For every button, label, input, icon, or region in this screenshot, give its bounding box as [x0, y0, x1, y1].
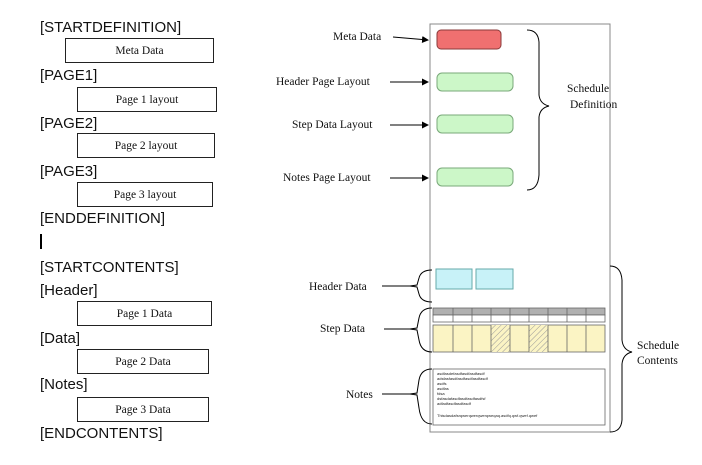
header-data-block-2: [475, 268, 514, 290]
notes-block: [432, 368, 606, 426]
svg-text:adfadfasdfasdfasdf: adfadfasdfasdfasdf: [437, 401, 472, 406]
notes-line-6: dsfasdafasdfasdfasdfasdfsf: [437, 396, 486, 401]
svg-text:dsfasdafasdfasdfasdfasdfsf: dsfasdafasdfasdfasdfasdfsf: [437, 396, 486, 401]
definition-brace: [526, 29, 550, 191]
notes-line-2: adsfasfasdfasdfasdfasdfasdf: [437, 376, 489, 381]
page1-layout-box: Page 1 layout: [77, 87, 217, 112]
label-notes: Notes: [346, 389, 373, 401]
start-contents-tag: [STARTCONTENTS]: [40, 259, 179, 276]
svg-text:asdfs: asdfs: [437, 381, 447, 386]
page1-data-box: Page 1 Data: [77, 301, 212, 326]
group-schedule-contents-1: Schedule: [637, 340, 679, 352]
svg-text:asdfas: asdfas: [437, 386, 449, 391]
notes-line-9: Thisdasdafsrqwerqwerqwerqweqaq.asdfq.qwf…: [437, 413, 538, 418]
meta-data-block: [436, 29, 502, 50]
group-schedule-definition-1: Schedule: [567, 83, 609, 95]
label-step-data-layout: Step Data Layout: [292, 119, 373, 131]
notes-line-4: asdfas: [437, 386, 449, 391]
step-data-layout-block: [436, 114, 514, 134]
text-cursor: [40, 234, 42, 249]
page1-tag: [PAGE1]: [40, 67, 98, 84]
notes-tag: [Notes]: [40, 376, 88, 393]
page3-layout-box: Page 3 layout: [77, 182, 213, 207]
page3-data-box: Page 3 Data: [77, 397, 209, 422]
notes-text-lines: asdfasdefasdfasdfasdfasdf adsfasfasdfasd…: [437, 371, 538, 418]
svg-text:fdsa: fdsa: [437, 391, 445, 396]
notes-line-7: adfadfasdfasdfasdf: [437, 401, 472, 406]
notes-line-3: asdfs: [437, 381, 447, 386]
label-header-data: Header Data: [309, 281, 367, 293]
contents-brace: [609, 265, 633, 433]
notes-line-1: asdfasdefasdfasdfasdfasdf: [437, 371, 485, 376]
end-definition-tag: [ENDDEFINITION]: [40, 210, 166, 227]
start-definition-tag: [STARTDEFINITION]: [40, 19, 182, 36]
label-step-data: Step Data: [320, 323, 365, 335]
meta-data-box: Meta Data: [65, 38, 214, 63]
label-header-page-layout: Header Page Layout: [276, 76, 371, 88]
svg-text:asdfasdefasdfasdfasdfasdf: asdfasdefasdfasdfasdfasdf: [437, 371, 485, 376]
header-tag: [Header]: [40, 282, 98, 299]
notes-page-layout-block: [436, 167, 514, 187]
notes-line-5: fdsa: [437, 391, 445, 396]
group-schedule-contents-2: Contents: [637, 355, 678, 367]
page2-tag: [PAGE2]: [40, 115, 98, 132]
end-contents-tag: [ENDCONTENTS]: [40, 425, 163, 442]
step-data-grid: [432, 307, 606, 353]
group-schedule-definition-2: Definition: [570, 99, 618, 111]
page2-layout-box: Page 2 layout: [77, 133, 215, 158]
label-notes-page-layout: Notes Page Layout: [283, 172, 371, 184]
page3-tag: [PAGE3]: [40, 163, 98, 180]
data-tag: [Data]: [40, 330, 81, 347]
page2-data-box: Page 2 Data: [77, 349, 209, 374]
header-page-layout-block: [436, 72, 514, 92]
header-data-block-1: [435, 268, 473, 290]
svg-text:adsfasfasdfasdfasdfasdfasdf: adsfasfasdfasdfasdfasdfasdf: [437, 376, 489, 381]
page-outline: [429, 23, 611, 433]
svg-text:Thisdasdafsrqwerqwerqwerqweqaq: Thisdasdafsrqwerqwerqwerqweqaq.asdfq.qwf…: [437, 413, 538, 418]
label-meta-data: Meta Data: [333, 31, 381, 43]
